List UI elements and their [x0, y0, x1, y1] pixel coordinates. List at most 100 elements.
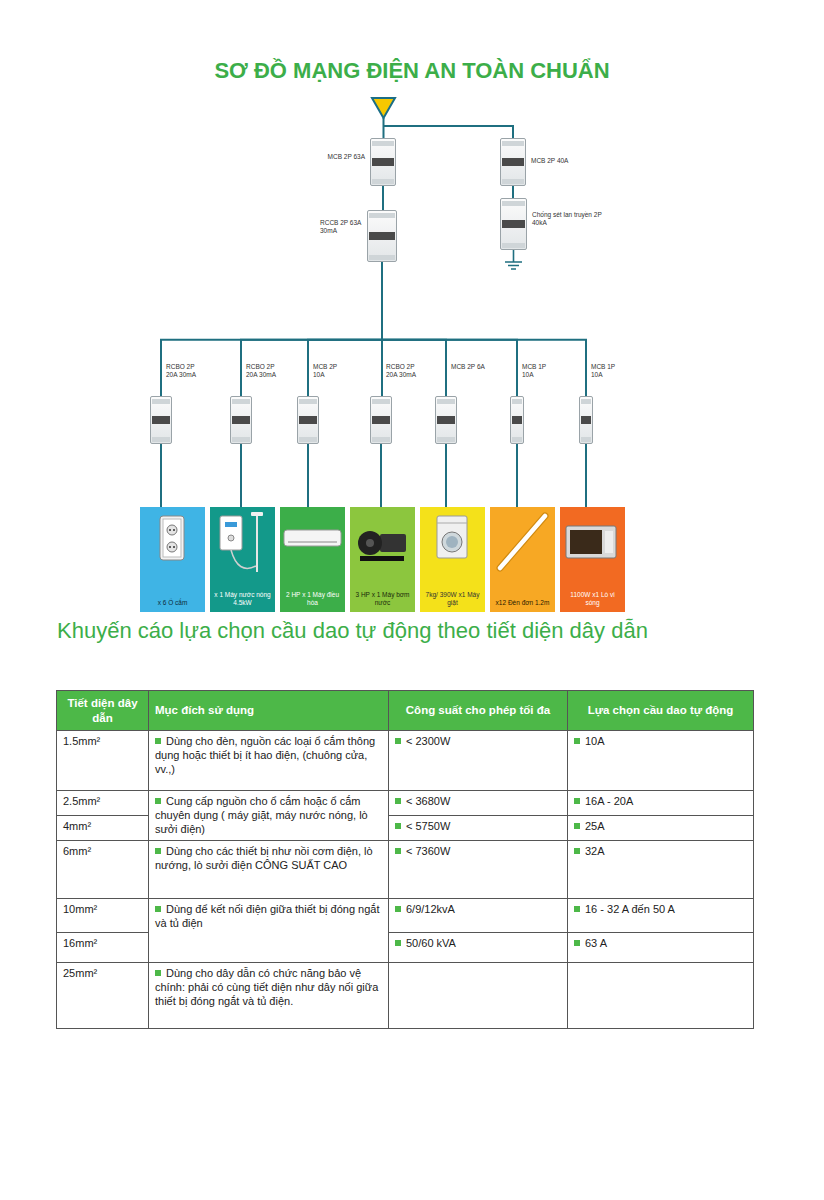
- table-cell-text: 25A: [585, 820, 605, 832]
- bullet-square: [395, 906, 401, 912]
- power-source-symbol: [372, 98, 395, 118]
- load-label: 1100W x1 Lò vi sóng: [563, 591, 622, 607]
- wire-connector: [240, 444, 242, 507]
- table-cell-text: 10mm²: [63, 903, 97, 915]
- table-header-cell: Mục đích sử dụng: [149, 691, 389, 731]
- table-row: 2.5mm²Cung cấp nguồn cho ổ cắm hoặc ổ cắ…: [57, 791, 754, 816]
- circuit-breaker: MCB 2P 6A: [435, 396, 457, 444]
- load-label: x12 Đèn đơn 1.2m: [496, 599, 550, 607]
- table-cell: 50/60 kVA: [389, 933, 568, 963]
- table-cell: 2.5mm²: [57, 791, 149, 816]
- table-cell-text: 16mm²: [63, 937, 97, 949]
- table-header-cell: Lựa chọn cầu dao tự động: [568, 691, 754, 731]
- table-cell: 16A - 20A: [568, 791, 754, 816]
- water-heater-icon: [220, 512, 263, 572]
- load-box: x 1 Máy nước nóng 4.5kW: [210, 507, 275, 612]
- load-box: 3 HP x 1 Máy bơm nước: [350, 507, 415, 612]
- load-box: 7kg/ 390W x1 Máy giặt: [420, 507, 485, 612]
- circuit-breaker: MCB 2P 63A: [370, 138, 396, 186]
- wire-connector: [307, 444, 309, 507]
- table-header-text: Công suất cho phép tối đa: [406, 704, 550, 716]
- bullet-square: [155, 798, 161, 804]
- load-label: x 6 Ổ cắm: [158, 599, 188, 607]
- table-cell: 4mm²: [57, 816, 149, 841]
- table-cell: < 7360W: [389, 841, 568, 899]
- breaker-terminals: [152, 141, 591, 442]
- table-header-cell: Công suất cho phép tối đa: [389, 691, 568, 731]
- bullet-square: [574, 738, 580, 744]
- table-cell: 6mm²: [57, 841, 149, 899]
- table-cell: < 3680W: [389, 791, 568, 816]
- breaker-label: MCB 2P 63A: [328, 153, 365, 161]
- air-conditioner-icon: [284, 530, 341, 546]
- residual-current-breaker: RCCB 2P 63A 30mA: [367, 210, 397, 262]
- table-cell-text: 16 - 32 A đến 50 A: [585, 903, 675, 915]
- table-cell-text: Dùng cho dây dẫn có chức năng bảo vệ chí…: [155, 967, 378, 1007]
- table-cell: 10A: [568, 731, 754, 791]
- bullet-square: [574, 798, 580, 804]
- table-cell: 16 - 32 A đến 50 A: [568, 899, 754, 933]
- breaker-label: MCB 1P 10A: [522, 363, 556, 379]
- load-label: 3 HP x 1 Máy bơm nước: [353, 591, 412, 607]
- wire-connector: [382, 262, 586, 396]
- table-cell: 1.5mm²: [57, 731, 149, 791]
- ground-symbol: [505, 250, 522, 269]
- breaker-details: [152, 158, 591, 424]
- circuit-breaker: RCBO 2P 20A 30mA: [230, 396, 252, 444]
- table-cell: 6/9/12kvA: [389, 899, 568, 933]
- bullet-square: [395, 823, 401, 829]
- table-cell: [568, 963, 754, 1029]
- tube-light-icon: [500, 516, 545, 568]
- wire-connector: [445, 444, 447, 507]
- bullet-square: [574, 823, 580, 829]
- wire-connector: [308, 262, 382, 396]
- load-label: 7kg/ 390W x1 Máy giặt: [423, 591, 482, 607]
- wire-connector: [382, 262, 446, 396]
- table-row: 6mm² Dùng cho các thiết bị như nồi cơm đi…: [57, 841, 754, 899]
- table-cell: Cung cấp nguồn cho ổ cắm hoặc ổ cắm chuy…: [149, 791, 389, 841]
- circuit-breaker: MCB 2P 40A: [500, 138, 526, 186]
- table-cell: 25A: [568, 816, 754, 841]
- table-cell: 25mm²: [57, 963, 149, 1029]
- load-box: 1100W x1 Lò vi sóng: [560, 507, 625, 612]
- table-row: Tiết diện dây dẫn Mục đích sử dụng Công su…: [57, 691, 754, 731]
- breaker-label: MCB 2P 10A: [313, 363, 347, 379]
- bullet-square: [395, 848, 401, 854]
- microwave-icon: [566, 526, 616, 558]
- table-row: 25mm² Dùng cho dây dẫn có chức năng bảo v…: [57, 963, 754, 1029]
- table-cell: 10mm²: [57, 899, 149, 933]
- bullet-square: [155, 906, 161, 912]
- table-cell-text: 32A: [585, 845, 605, 857]
- bullet-square: [155, 848, 161, 854]
- washing-machine-icon: [437, 516, 467, 558]
- table-cell-text: < 2300W: [406, 735, 450, 747]
- circuit-breaker: MCB 1P 10A: [579, 396, 593, 444]
- table-heading: Khuyến cáo lựa chọn cầu dao tự động theo…: [57, 618, 648, 644]
- wire-connector: [512, 186, 514, 198]
- supply-wire: [384, 118, 514, 138]
- circuit-breaker: MCB 2P 10A: [297, 396, 319, 444]
- table-cell-text: 2.5mm²: [63, 795, 100, 807]
- table-header-text: Tiết diện dây dẫn: [67, 697, 137, 723]
- bullet-square: [155, 970, 161, 976]
- wire-connector: [241, 262, 382, 396]
- table-row: 16mm²50/60 kVA63 A: [57, 933, 754, 963]
- table-cell-text: 6/9/12kvA: [406, 903, 455, 915]
- breaker-label: RCCB 2P 63A 30mA: [320, 219, 362, 235]
- table-cell-text: 25mm²: [63, 967, 97, 979]
- table-cell-text: 6mm²: [63, 845, 91, 857]
- table-cell-text: Dùng cho đèn, nguồn các loại ổ cắm thông…: [155, 735, 375, 775]
- bullet-square: [395, 738, 401, 744]
- table-cell-text: Dùng cho các thiết bị như nồi cơm điện, …: [155, 845, 373, 871]
- wire-connector: [382, 262, 517, 396]
- table-cell-text: < 5750W: [406, 820, 450, 832]
- socket-icon: [160, 516, 184, 560]
- load-box: 2 HP x 1 Máy điều hòa: [280, 507, 345, 612]
- table-cell: < 2300W: [389, 731, 568, 791]
- circuit-breaker: RCBO 2P 20A 30mA: [150, 396, 172, 444]
- bullet-square: [574, 940, 580, 946]
- breaker-label: MCB 2P 40A: [531, 157, 568, 165]
- table-cell-text: Dùng để kết nối điện giữa thiết bị đóng …: [155, 903, 379, 929]
